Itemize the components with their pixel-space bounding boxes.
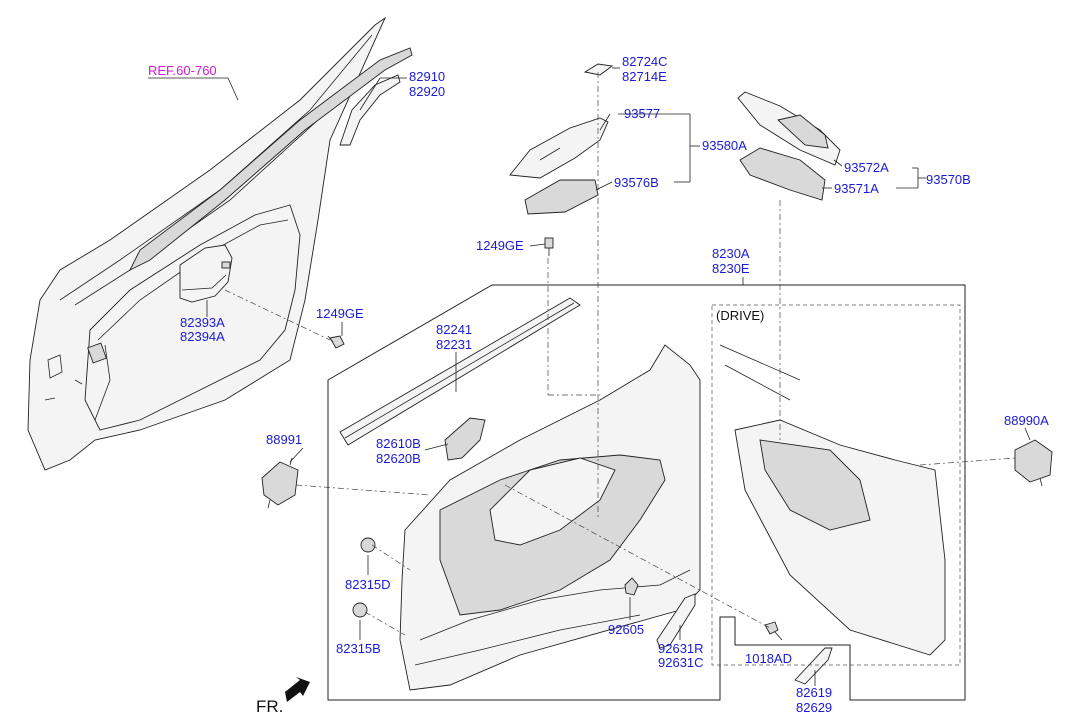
lamp-92605 xyxy=(624,577,639,596)
label-93570b[interactable]: 93570B xyxy=(926,172,971,187)
weatherstrip-part xyxy=(339,297,581,446)
label-92605[interactable]: 92605 xyxy=(608,622,644,637)
label-8230e[interactable]: 8230E xyxy=(712,261,750,276)
label-82620b[interactable]: 82620B xyxy=(376,451,421,466)
door-body-shell xyxy=(27,16,387,471)
cover-82619 xyxy=(794,647,833,685)
label-1249ge-left[interactable]: 1249GE xyxy=(316,306,364,321)
labels: REF.60-760 82910 82920 82724C 82714E 935… xyxy=(148,54,1049,716)
label-82393a[interactable]: 82393A xyxy=(180,315,225,330)
label-1249ge-top[interactable]: 1249GE xyxy=(476,238,524,253)
label-82231[interactable]: 82231 xyxy=(436,337,472,352)
window-switch-cover-part xyxy=(509,63,614,215)
power-window-switch-assembly xyxy=(737,91,841,201)
label-82920[interactable]: 82920 xyxy=(409,84,445,99)
label-8230a[interactable]: 8230A xyxy=(712,246,750,261)
label-92631r[interactable]: 92631R xyxy=(658,641,704,656)
label-82394a[interactable]: 82394A xyxy=(180,329,225,344)
label-93572a[interactable]: 93572A xyxy=(844,160,889,175)
label-92631c[interactable]: 92631C xyxy=(658,655,704,670)
belt-moulding-part xyxy=(128,47,413,272)
label-88991[interactable]: 88991 xyxy=(266,432,302,447)
dashed-connection-lines xyxy=(224,72,1016,636)
bolt-1249ge-top xyxy=(544,237,554,256)
label-82619[interactable]: 82619 xyxy=(796,685,832,700)
label-82724c[interactable]: 82724C xyxy=(622,54,668,69)
label-93577[interactable]: 93577 xyxy=(624,106,660,121)
screw-1018ad xyxy=(764,621,779,635)
leader-lines xyxy=(148,67,1031,686)
drive-label: (DRIVE) xyxy=(716,308,764,323)
label-82629[interactable]: 82629 xyxy=(796,700,832,715)
door-module-part xyxy=(179,244,233,303)
label-82714e[interactable]: 82714E xyxy=(622,69,667,84)
label-82315d[interactable]: 82315D xyxy=(345,577,391,592)
clip-82315d xyxy=(360,537,376,553)
door-trim-panel-part xyxy=(399,344,701,691)
inside-handle-part xyxy=(444,417,486,461)
reference-label[interactable]: REF.60-760 xyxy=(148,63,217,78)
label-93580a[interactable]: 93580A xyxy=(702,138,747,153)
assembly-frame xyxy=(327,284,966,701)
label-82315b[interactable]: 82315B xyxy=(336,641,381,656)
bolt-1249ge-left xyxy=(327,335,345,349)
label-93571a[interactable]: 93571A xyxy=(834,181,879,196)
label-82241[interactable]: 82241 xyxy=(436,322,472,337)
label-1018ad[interactable]: 1018AD xyxy=(745,651,792,666)
airbag-sensor-88991 xyxy=(261,457,299,509)
label-93576b[interactable]: 93576B xyxy=(614,175,659,190)
lens-92631r xyxy=(656,593,696,649)
label-82910[interactable]: 82910 xyxy=(409,69,445,84)
airbag-sensor-88990a xyxy=(1014,439,1053,487)
front-direction-label: FR. xyxy=(256,697,283,716)
front-direction-arrow xyxy=(285,677,310,702)
clip-82315b xyxy=(352,602,368,618)
drive-variant-box xyxy=(711,304,961,666)
label-88990a[interactable]: 88990A xyxy=(1004,413,1049,428)
label-82610b[interactable]: 82610B xyxy=(376,436,421,451)
